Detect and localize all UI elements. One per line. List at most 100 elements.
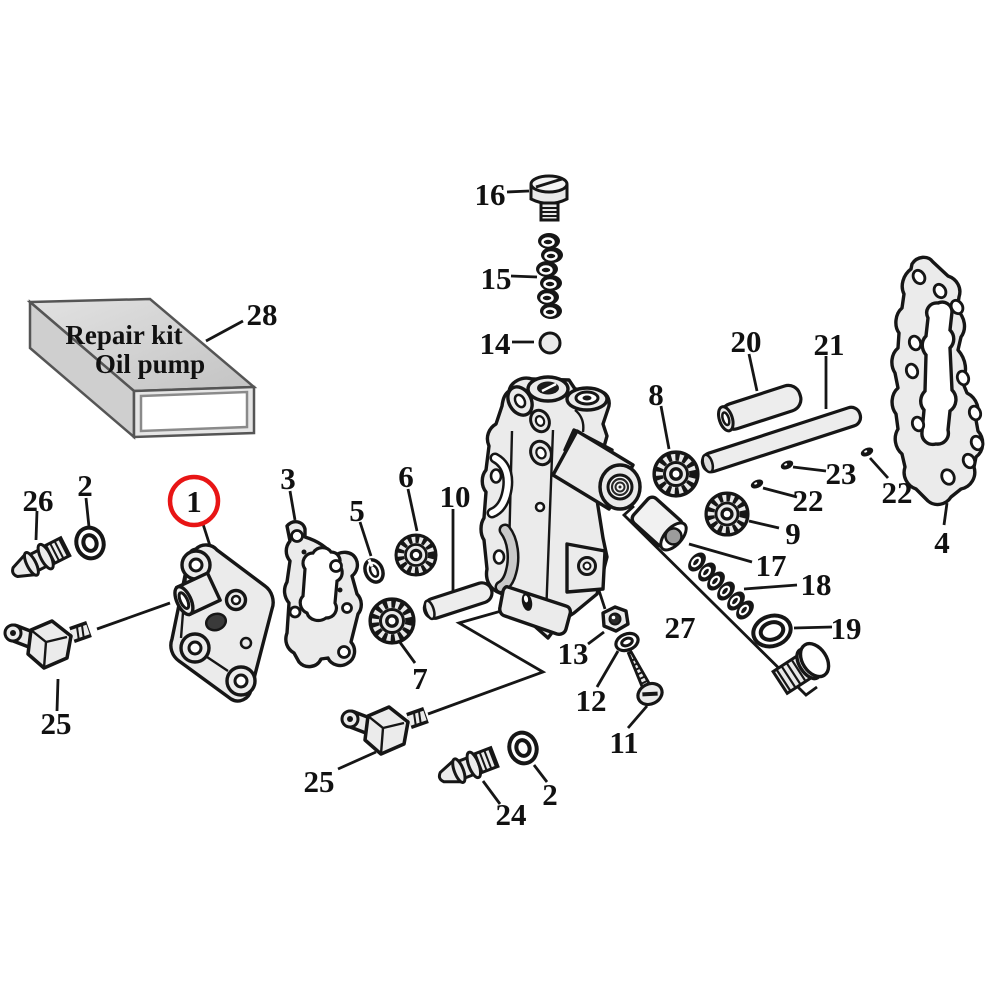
bracket-27-assembly <box>621 504 818 697</box>
callout-4: 4 <box>934 525 950 560</box>
callout-25-left: 25 <box>41 706 72 741</box>
part-26-fitting <box>5 533 73 587</box>
leader-13 <box>587 630 605 646</box>
leader-25a <box>55 678 60 712</box>
callout-20: 20 <box>731 324 762 359</box>
leader-20 <box>747 353 759 392</box>
gasket-4-cutout <box>919 300 958 447</box>
callout-22-left: 22 <box>793 483 824 518</box>
callout-8: 8 <box>648 377 664 412</box>
part-9-gear <box>706 493 748 535</box>
part-3-gasket <box>282 520 363 669</box>
leader-12 <box>595 650 620 688</box>
callout-10: 10 <box>440 479 471 514</box>
leader-4 <box>942 502 949 526</box>
body-foot <box>498 585 573 636</box>
part-17-plunger <box>630 495 688 552</box>
part-19-washer <box>751 613 793 649</box>
callout-26: 26 <box>23 483 54 518</box>
callout-21: 21 <box>814 327 845 362</box>
part-13-nut <box>601 605 630 633</box>
part-10-shaft <box>422 581 494 621</box>
leader-5 <box>358 521 373 557</box>
plate-tube-boss <box>173 571 222 617</box>
part-8-gear <box>654 452 698 496</box>
callout-27: 27 <box>665 610 696 645</box>
callout-23: 23 <box>826 456 857 491</box>
pointer-zigzag-body-to-valve <box>427 606 547 716</box>
callout-13: 13 <box>558 636 589 671</box>
callout-17: 17 <box>756 548 787 583</box>
callout-28: 28 <box>247 297 278 332</box>
part-6-gear <box>396 535 436 575</box>
gasket-3-cutout <box>298 546 344 623</box>
callout-11: 11 <box>609 725 638 760</box>
callout-6: 6 <box>398 459 414 494</box>
callout-12: 12 <box>576 683 607 718</box>
leader-16 <box>506 189 530 194</box>
part-28-repair-kit-box: Repair kit Oil pump <box>26 297 258 440</box>
callout-15: 15 <box>481 261 512 296</box>
part-23-key <box>780 460 794 470</box>
leader-25b <box>337 750 377 771</box>
callout-7: 7 <box>412 661 428 696</box>
leader-7 <box>397 640 417 664</box>
plate-center-hole <box>204 612 228 632</box>
callout-25-bottom: 25 <box>304 764 335 799</box>
callout-24: 24 <box>496 797 527 832</box>
callout-18: 18 <box>801 567 832 602</box>
kit-box-text-line2: Oil pump <box>95 349 205 379</box>
part-16-cap-screw <box>529 174 569 222</box>
callout-labels: 1 2 2 3 4 5 6 7 8 9 10 11 12 13 14 15 16… <box>23 177 950 832</box>
callout-22-right: 22 <box>882 475 913 510</box>
part-20-pin <box>717 383 803 433</box>
leader-8 <box>659 405 671 450</box>
callout-3: 3 <box>280 461 296 496</box>
leader-18 <box>743 583 798 591</box>
part-14-check-ball <box>538 331 562 355</box>
callout-9: 9 <box>785 516 801 551</box>
leader-24 <box>481 780 502 805</box>
callout-2-lower: 2 <box>542 777 558 812</box>
part-1-cover-plate <box>169 543 275 703</box>
leader-28 <box>205 319 244 343</box>
leader-plate1-to-valve25 <box>96 601 171 631</box>
kit-box-text-line1: Repair kit <box>65 320 182 350</box>
part-4-gasket <box>890 255 985 507</box>
part-22-key-left <box>750 479 764 489</box>
part-15-spring <box>536 233 563 319</box>
leader-19 <box>793 625 833 630</box>
leader-22b <box>868 457 890 479</box>
callout-19: 19 <box>831 611 862 646</box>
part-7-gear <box>370 599 414 643</box>
leader-22a <box>762 486 798 499</box>
leader-9 <box>748 519 780 530</box>
part-22-key-right <box>860 447 874 457</box>
leader-lines <box>34 189 949 805</box>
highlight-circle-part-1 <box>167 474 221 528</box>
part-21-shaft <box>700 405 863 474</box>
plate-hole <box>239 636 253 650</box>
leader-15 <box>510 274 538 279</box>
kit-box-label-area <box>139 390 249 433</box>
leader-6 <box>406 488 419 532</box>
leader-2b <box>532 764 549 783</box>
callout-2-upper: 2 <box>77 468 93 503</box>
part-25-check-valve-upper <box>5 621 89 668</box>
part-oil-pump-body <box>479 375 642 640</box>
leader-11 <box>626 705 649 729</box>
part-plug <box>771 641 831 696</box>
callout-1: 1 <box>186 484 202 519</box>
part-12-washer <box>614 631 640 653</box>
part-5-retaining-ring <box>363 558 385 584</box>
part-2-washer-lower <box>503 727 543 769</box>
part-24-fitting <box>433 742 501 793</box>
leader-3 <box>288 490 297 521</box>
callout-16: 16 <box>475 177 506 212</box>
leader-26 <box>34 510 39 541</box>
part-2-washer-upper <box>70 522 110 564</box>
leader-23 <box>792 465 827 473</box>
part-25-check-valve-lower <box>342 707 426 754</box>
leader-2a <box>84 497 91 528</box>
